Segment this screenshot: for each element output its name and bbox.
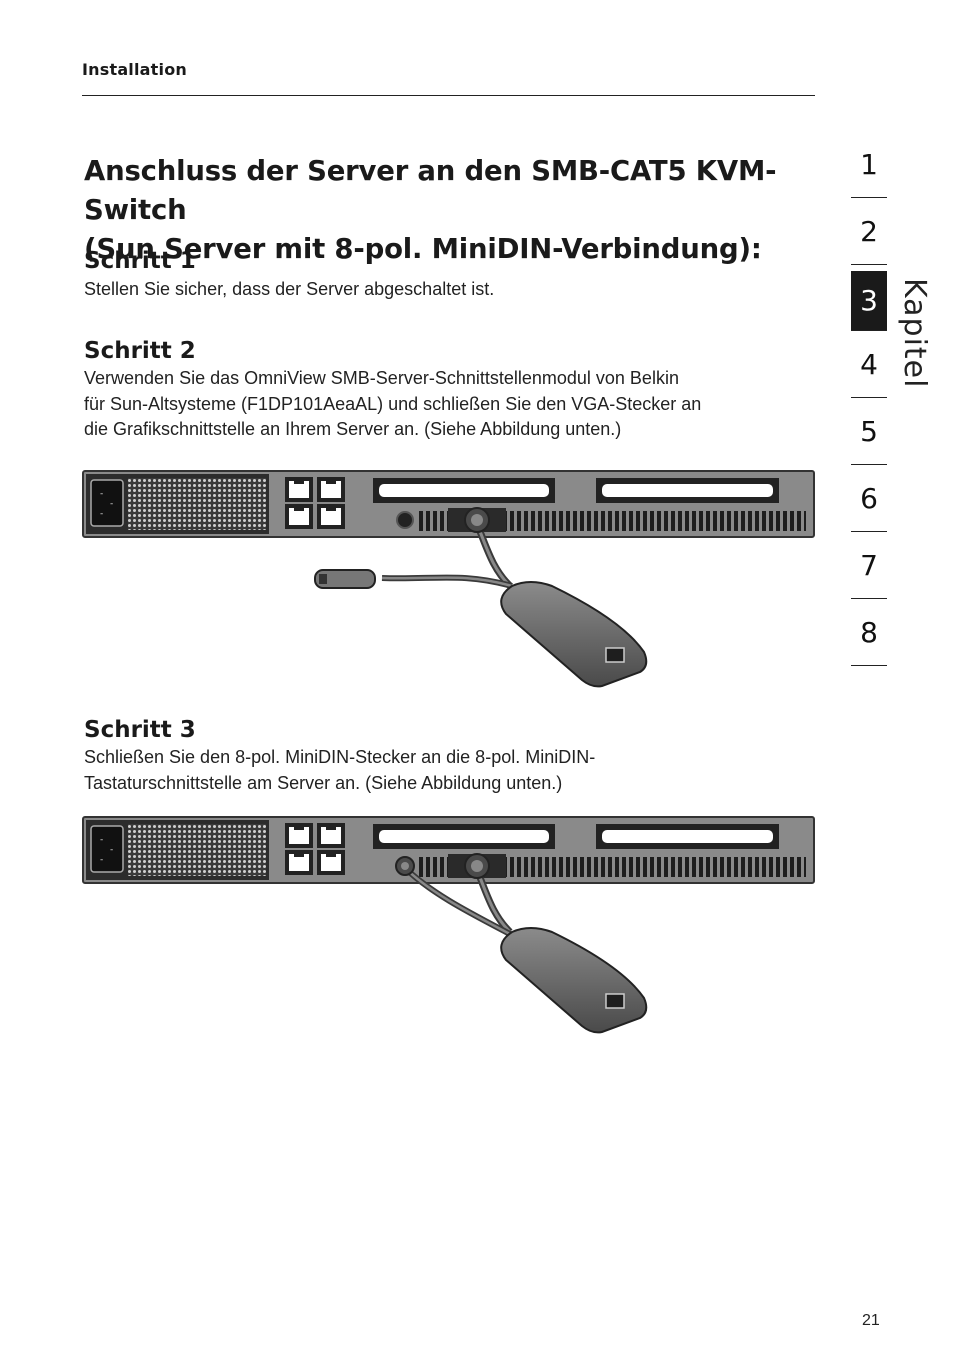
title-line-1: Anschluss der Server an den SMB-CAT5 KVM…	[84, 155, 777, 226]
title-line-2: (Sun Server mit 8-pol. MiniDIN-Verbindun…	[84, 233, 762, 265]
chapter-tab-4[interactable]: 4	[851, 332, 887, 398]
interface-module	[500, 581, 648, 688]
chapter-tab-6[interactable]: 6	[851, 466, 887, 532]
fan-grille	[128, 824, 266, 876]
step-2-line: Verwenden Sie das OmniView SMB-Server-Sc…	[84, 368, 679, 388]
svg-text:-: -	[110, 499, 113, 509]
pci-slots	[373, 478, 779, 503]
step-2-line: die Grafikschnittstelle an Ihrem Server …	[84, 419, 622, 439]
chapter-tab-5[interactable]: 5	[851, 399, 887, 465]
chapter-tab-1[interactable]: 1	[851, 132, 887, 198]
pci-slots	[373, 824, 779, 849]
step-2-line: für Sun-Altsysteme (F1DP101AeaAL) und sc…	[84, 393, 702, 414]
svg-text:-: -	[100, 489, 103, 499]
header-divider	[82, 95, 815, 96]
step-2-heading: Schritt 2	[84, 338, 196, 364]
step-2-text: Verwenden Sie das OmniView SMB-Server-Sc…	[84, 366, 814, 443]
power-socket	[90, 825, 124, 873]
page-title: Anschluss der Server an den SMB-CAT5 KVM…	[84, 152, 824, 269]
power-socket	[90, 479, 124, 527]
chapter-tab-7[interactable]: 7	[851, 533, 887, 599]
step-1-text: Stellen Sie sicher, dass der Server abge…	[84, 279, 495, 299]
step-1-heading: Schritt 1	[84, 248, 196, 274]
minidin-port	[396, 511, 414, 529]
svg-text:-: -	[100, 509, 103, 519]
svg-text:-: -	[100, 835, 103, 845]
server-minidin-connection-figure: - - -	[82, 816, 815, 1034]
step-3-heading: Schritt 3	[84, 717, 196, 743]
step-3-text: Schließen Sie den 8-pol. MiniDIN-Stecker…	[84, 745, 814, 796]
page-number: 21	[862, 1312, 880, 1329]
step-3-line: Schließen Sie den 8-pol. MiniDIN-Stecker…	[84, 747, 596, 767]
interface-module	[500, 927, 648, 1034]
chapter-nav: 1 2 3 4 5 6 7 8	[851, 132, 887, 667]
chapter-tab-3[interactable]: 3	[851, 271, 887, 331]
section-header: Installation	[82, 60, 187, 79]
chapter-label: Kapitel	[897, 278, 932, 389]
chapter-tab-2[interactable]: 2	[851, 199, 887, 265]
fan-grille	[128, 478, 266, 530]
svg-text:-: -	[110, 845, 113, 855]
step-3-line: Tastaturschnittstelle am Server an. (Sie…	[84, 772, 563, 793]
chapter-tab-8[interactable]: 8	[851, 600, 887, 666]
minidin-plug	[314, 569, 376, 589]
ethernet-ports	[285, 477, 345, 529]
server-vga-connection-figure: - - -	[82, 470, 815, 688]
ethernet-ports	[285, 823, 345, 875]
svg-text:-: -	[100, 855, 103, 865]
